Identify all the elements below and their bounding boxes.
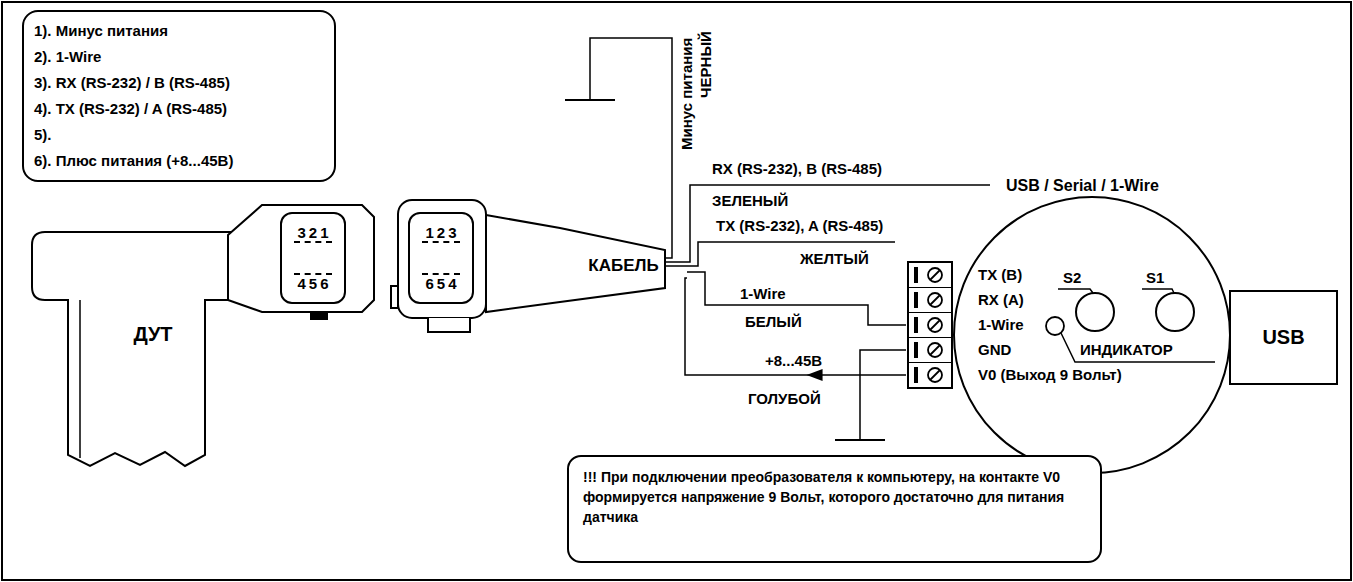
terminal-block bbox=[908, 262, 952, 388]
node-text: 5). bbox=[34, 122, 324, 148]
leader-line bbox=[1142, 289, 1174, 293]
converter-outline bbox=[906, 170, 1251, 480]
node-text: !!! При подключении преобразователя к ко… bbox=[583, 467, 1086, 527]
terminal-screw bbox=[928, 293, 942, 307]
terminal-name: 1-Wire bbox=[978, 316, 1024, 334]
arrowhead bbox=[807, 369, 823, 381]
terminal-name: V0 (Выход 9 Вольт) bbox=[978, 366, 1122, 384]
converter-body bbox=[954, 197, 1230, 473]
terminal-mark bbox=[914, 317, 918, 333]
terminal-screw bbox=[928, 343, 942, 357]
connector-face: 321 456 bbox=[280, 212, 346, 304]
wire-color: БЕЛЫЙ bbox=[745, 313, 802, 331]
screw-slot bbox=[930, 370, 940, 380]
terminal-divider bbox=[908, 387, 952, 388]
node-text: 1). Минус питания bbox=[34, 18, 324, 44]
button-name: S2 bbox=[1063, 269, 1081, 287]
wire bbox=[685, 278, 906, 375]
node-text: 456 bbox=[294, 273, 331, 292]
wire-color: ЖЕЛТЫЙ bbox=[800, 250, 869, 268]
screw-slot bbox=[930, 270, 940, 280]
wire-signal: Минус питания bbox=[678, 38, 696, 150]
button bbox=[1156, 293, 1194, 331]
leader-line bbox=[1058, 289, 1093, 293]
terminal-mark bbox=[914, 342, 918, 358]
terminal-divider bbox=[908, 337, 952, 338]
node-text: 4). TX (RS-232) / A (RS-485) bbox=[34, 96, 324, 122]
ground-symbol bbox=[835, 439, 885, 441]
indicator-name: ИНДИКАТОР bbox=[1080, 341, 1173, 359]
gnd-wire bbox=[860, 350, 906, 440]
leader-line bbox=[1061, 333, 1215, 362]
wire-color: ГОЛУБОЙ bbox=[748, 390, 821, 408]
cable-box: КАБЕЛЬ bbox=[560, 252, 687, 280]
button-name: S1 bbox=[1146, 269, 1164, 287]
node-text: USB / Serial / 1-Wire bbox=[1006, 176, 1159, 196]
terminal-screw bbox=[928, 368, 942, 382]
black-wire bbox=[590, 38, 672, 258]
pin-callout: 1). Минус питания2). 1-Wire3). RX (RS-23… bbox=[22, 10, 336, 182]
terminal-name: RX (A) bbox=[978, 291, 1024, 309]
connector-tab bbox=[428, 318, 470, 332]
connector-latch bbox=[391, 286, 398, 308]
terminal-divider bbox=[908, 362, 952, 363]
note-bubble: !!! При подключении преобразователя к ко… bbox=[567, 455, 1102, 563]
node-text: 123 bbox=[422, 224, 459, 243]
usb-plug: USB bbox=[1229, 290, 1338, 385]
node-text: 321 bbox=[294, 224, 331, 243]
node-text: КАБЕЛЬ bbox=[562, 256, 685, 276]
wire-connector bbox=[685, 278, 906, 381]
wire-signal: +8...45В bbox=[765, 352, 822, 370]
terminal-name: TX (B) bbox=[978, 266, 1022, 284]
node-text: ДУТ bbox=[88, 322, 218, 346]
terminal-mark bbox=[914, 292, 918, 308]
converter: USB / Serial / 1-Wire bbox=[906, 170, 1251, 480]
screw-slot bbox=[930, 345, 940, 355]
wire-signal: 1-Wire bbox=[740, 285, 786, 303]
indicator-led bbox=[1046, 317, 1064, 335]
connector-tab bbox=[310, 312, 328, 320]
connector-face: 123 654 bbox=[408, 212, 474, 304]
wire-color: ЗЕЛЕНЫЙ bbox=[712, 192, 788, 210]
node-text: USB bbox=[1262, 326, 1304, 349]
sensor-body bbox=[32, 232, 232, 466]
terminal-screw bbox=[928, 318, 942, 332]
cable-connector bbox=[398, 200, 486, 318]
ground-symbol bbox=[565, 99, 615, 101]
terminal-divider bbox=[908, 312, 952, 313]
terminal-mark bbox=[914, 267, 918, 283]
terminal-screw bbox=[928, 268, 942, 282]
sensor-tube-line bbox=[79, 300, 81, 458]
sensor-label-box: ДУТ bbox=[88, 322, 218, 346]
terminal-name: GND bbox=[978, 341, 1011, 359]
terminal-mark bbox=[914, 367, 918, 383]
wire-signal: TX (RS-232), A (RS-485) bbox=[716, 217, 883, 235]
node-text: 3). RX (RS-232) / B (RS-485) bbox=[34, 70, 324, 96]
terminal-divider bbox=[908, 287, 952, 288]
node-text: 654 bbox=[422, 273, 459, 292]
node-text: 6). Плюс питания (+8...45В) bbox=[34, 148, 324, 174]
wire-color: ЧЕРНЫЙ bbox=[697, 31, 715, 98]
button bbox=[1076, 293, 1114, 331]
node-text: 2). 1-Wire bbox=[34, 44, 324, 70]
screw-slot bbox=[930, 295, 940, 305]
sensor-connector bbox=[228, 205, 374, 312]
wire-signal: RX (RS-232), B (RS-485) bbox=[712, 160, 882, 178]
screw-slot bbox=[930, 320, 940, 330]
